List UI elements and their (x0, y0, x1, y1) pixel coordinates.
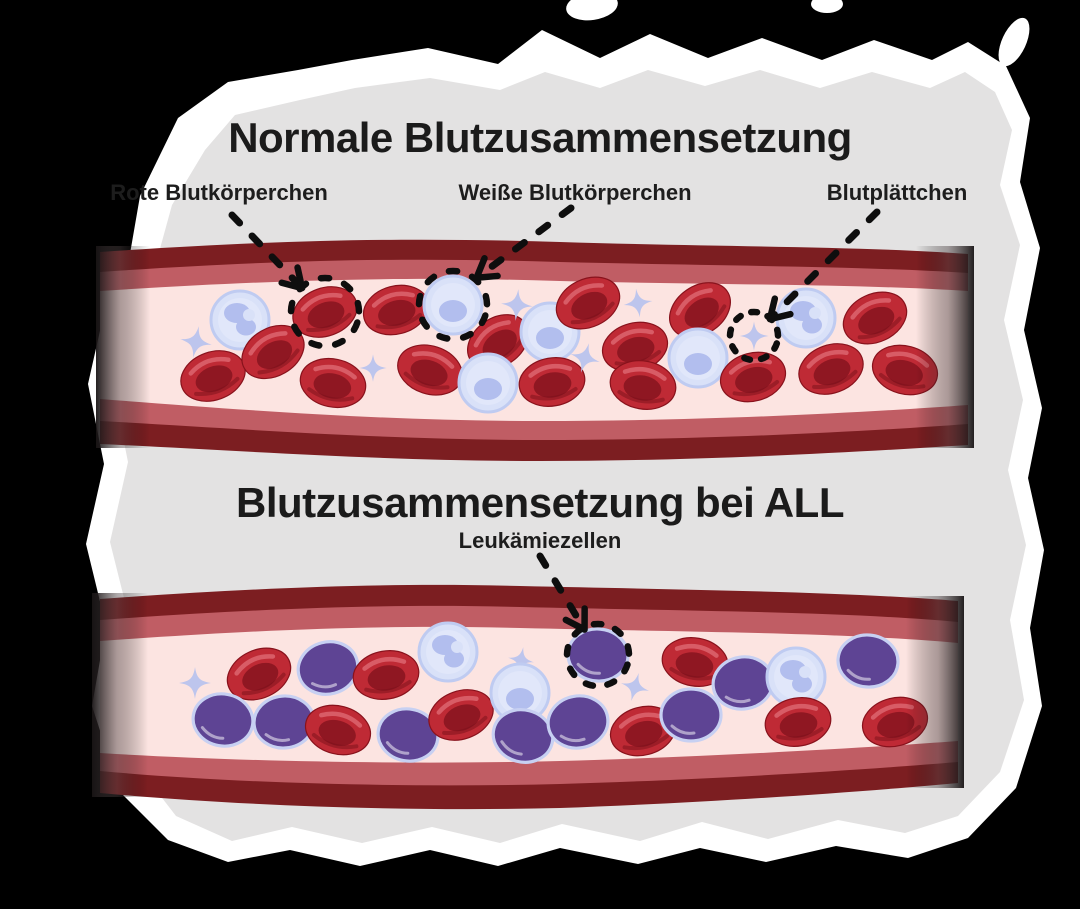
cells-layer-normal (180, 274, 939, 414)
red-blood-cell (609, 360, 677, 410)
label-platelets: Blutplättchen (826, 180, 968, 205)
paper-fringe-speck (566, 0, 618, 21)
leukemia-cell (296, 640, 360, 696)
callout-line-platelet (768, 208, 881, 321)
platelet-icon (620, 672, 650, 702)
title-blood-composition-all: Blutzusammensetzung bei ALL (236, 479, 845, 526)
red-blood-cell (352, 650, 420, 700)
red-blood-cell (397, 344, 463, 396)
leukemia-cell (659, 687, 723, 743)
red-blood-cell (241, 324, 305, 380)
red-blood-cell (719, 351, 787, 403)
vessel-edge-fade (96, 246, 150, 448)
highlight-circle-leukemia (563, 620, 633, 690)
white-blood-cell (667, 327, 729, 389)
label-red-blood-cells: Rote Blutkörperchen (110, 180, 328, 205)
red-blood-cell (292, 286, 358, 338)
paper-fringe-speck (998, 17, 1030, 67)
white-blood-cell (209, 289, 271, 351)
red-blood-cell (555, 276, 621, 330)
white-blood-cell (457, 352, 519, 414)
highlight-circle-wbc (415, 267, 491, 343)
red-blood-cell (518, 357, 586, 407)
platelet-icon (508, 647, 534, 673)
white-blood-cell (417, 621, 479, 683)
leukemia-cell (491, 708, 555, 764)
red-blood-cell (669, 282, 731, 338)
platelet-icon (570, 343, 600, 373)
red-blood-cell (764, 697, 832, 747)
red-blood-cell (798, 343, 864, 395)
callout-line-leukemia (536, 552, 587, 631)
label-leukemia-cells: Leukämiezellen (458, 528, 622, 553)
red-blood-cell (299, 357, 367, 409)
red-blood-cell (226, 647, 292, 701)
label-white-blood-cells: Weiße Blutkörperchen (458, 180, 692, 205)
leukemia-cell (836, 633, 900, 689)
platelet-icon (359, 354, 387, 382)
red-blood-cell (609, 705, 677, 757)
platelet-icon (501, 289, 533, 321)
leukemia-cell (191, 692, 255, 748)
white-blood-cell (775, 287, 837, 349)
red-blood-cell (304, 704, 372, 756)
red-blood-cell (842, 291, 908, 345)
leukemia-cell (546, 694, 610, 750)
white-blood-cell (765, 646, 827, 708)
callout-layer (228, 204, 881, 690)
red-blood-cell (428, 689, 494, 741)
highlight-circle-platelet (726, 308, 782, 364)
highlight-circle-rbc (287, 274, 363, 350)
red-blood-cell (661, 637, 729, 687)
red-blood-cell (180, 350, 246, 402)
platelet-icon (623, 288, 653, 318)
platelet-icon (179, 667, 211, 699)
vessel-edge-fade (906, 596, 964, 788)
callout-arrow-leukemia (562, 605, 588, 633)
paper-fringe-speck (811, 0, 843, 13)
platelet-icon (739, 321, 769, 351)
callout-line-wbc (475, 204, 575, 280)
white-blood-cell (422, 274, 484, 336)
white-blood-cell (489, 662, 551, 724)
leukemia-cell (376, 707, 440, 763)
title-normal-blood-composition: Normale Blutzusammensetzung (228, 114, 852, 161)
cells-layer-all (179, 621, 929, 764)
vessel-edge-fade (916, 246, 974, 448)
red-blood-cell (362, 284, 430, 336)
platelet-icon (180, 326, 212, 358)
vessel-edge-fade (92, 593, 148, 797)
red-blood-cell (601, 321, 669, 373)
